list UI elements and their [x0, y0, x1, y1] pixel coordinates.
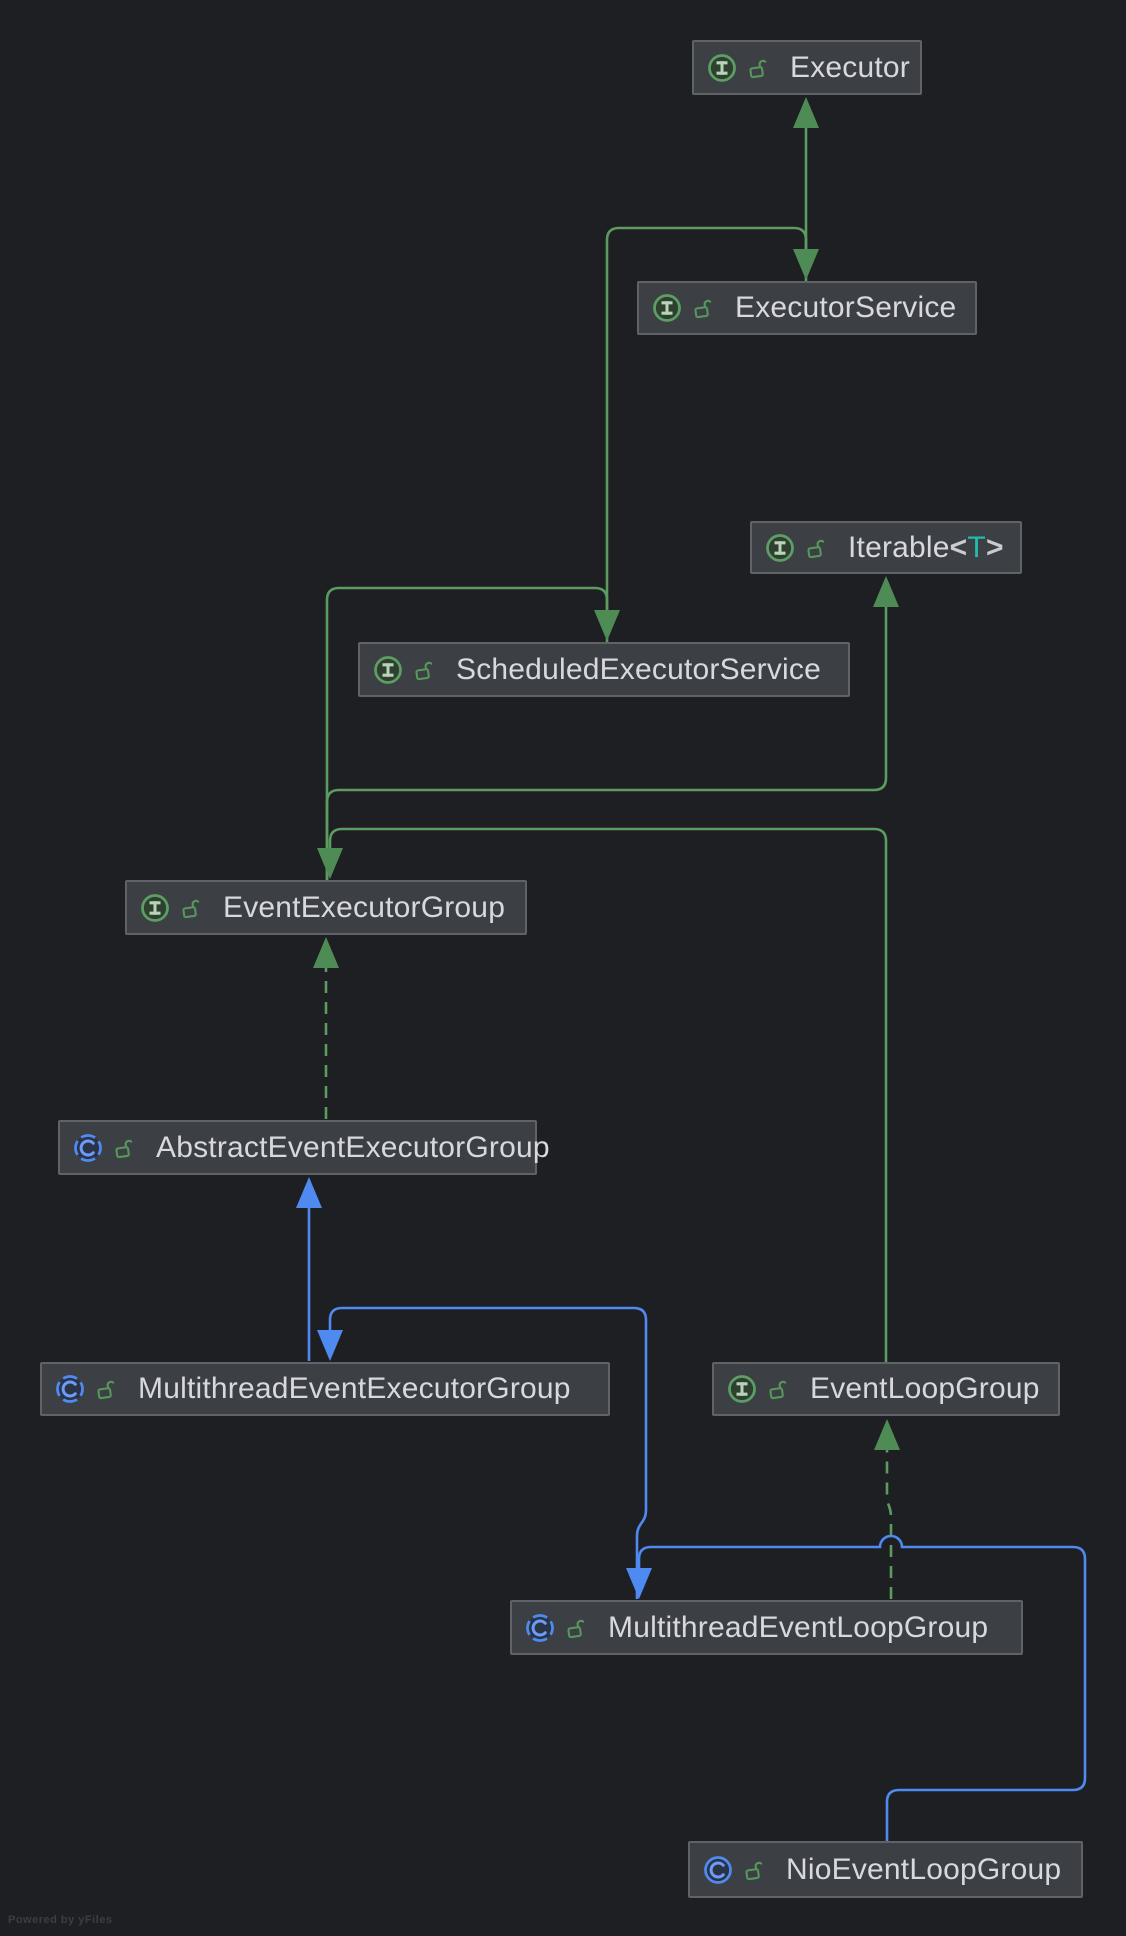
- node-label: MultithreadEventExecutorGroup: [138, 1372, 571, 1405]
- abstract-class-icon: [56, 1375, 84, 1403]
- generic-close-bracket: >: [985, 530, 1004, 564]
- arrowhead-extends-into-event-executor-group: [317, 848, 343, 879]
- node-multithread-event-executor-group[interactable]: MultithreadEventExecutorGroup: [40, 1362, 610, 1416]
- public-lock-icon: [97, 1380, 115, 1400]
- watermark: Powered by yFiles: [8, 1914, 113, 1926]
- arrowhead-extends-into-abstract-event-executor-group: [296, 1177, 322, 1208]
- public-lock-icon: [769, 1380, 787, 1400]
- public-lock-icon: [694, 299, 712, 319]
- arrowhead-implements-into-event-loop-group: [874, 1419, 900, 1450]
- arrowhead-extends-into-executor: [793, 97, 819, 128]
- edge-scheduled-executor-service-extends-executor-service: [605, 226, 808, 642]
- interface-icon: [728, 1375, 756, 1403]
- generic-open-bracket: <: [949, 530, 968, 564]
- arrowhead-extends-into-scheduled-executor-service: [594, 610, 620, 641]
- type-parameter: T: [967, 530, 986, 564]
- arrowhead-extends-into-multithread-event-executor-group: [317, 1330, 343, 1361]
- arrowhead-extends-into-multithread-event-loop-group: [626, 1568, 652, 1599]
- interface-icon: [374, 655, 402, 684]
- node-abstract-event-executor-group[interactable]: AbstractEventExecutorGroup: [58, 1120, 550, 1175]
- node-label: Executor: [790, 50, 910, 84]
- node-executor-service[interactable]: ExecutorService: [637, 281, 977, 335]
- edge-event-executor-group-extends-iterable: [325, 607, 888, 880]
- public-lock-icon: [415, 661, 433, 680]
- node-label: NioEventLoopGroup: [786, 1852, 1062, 1886]
- interface-icon: [653, 294, 681, 322]
- node-label: MultithreadEventLoopGroup: [608, 1610, 989, 1644]
- public-lock-icon: [807, 539, 825, 558]
- public-lock-icon: [115, 1139, 133, 1158]
- edge-event-executor-group-extends-scheduled-executor-service: [325, 586, 609, 880]
- class-icon: [704, 1855, 732, 1884]
- node-nio-event-loop-group[interactable]: NioEventLoopGroup: [688, 1841, 1083, 1898]
- abstract-class-icon: [74, 1133, 102, 1162]
- arrowhead-extends-into-iterable: [873, 576, 899, 607]
- public-lock-icon: [749, 59, 767, 78]
- node-iterable[interactable]: Iterable<T>: [750, 521, 1022, 574]
- edge-nio-event-loop-group-extends-multithread-event-loop-group: [637, 1534, 1087, 1841]
- node-label: EventExecutorGroup: [223, 890, 506, 924]
- edge-multithread-event-loop-group-implements-event-loop-group: [885, 1450, 893, 1599]
- public-lock-icon: [567, 1619, 585, 1638]
- node-label: AbstractEventExecutorGroup: [156, 1130, 550, 1164]
- node-label: EventLoopGroup: [810, 1372, 1040, 1405]
- interface-icon: [766, 533, 794, 562]
- node-multithread-event-loop-group[interactable]: MultithreadEventLoopGroup: [510, 1600, 1023, 1655]
- public-lock-icon: [745, 1861, 763, 1880]
- node-executor[interactable]: Executor: [692, 40, 922, 95]
- public-lock-icon: [182, 899, 200, 918]
- node-event-executor-group[interactable]: EventExecutorGroup: [125, 880, 527, 935]
- abstract-class-icon: [526, 1613, 554, 1642]
- node-scheduled-executor-service[interactable]: ScheduledExecutorService: [358, 642, 850, 697]
- interface-icon: [708, 53, 736, 82]
- edge-multithread-event-loop-group-extends-multithread-event-executor-group: [328, 1306, 648, 1599]
- interface-icon: [141, 893, 169, 922]
- arrowhead-extends-into-executor-service: [793, 249, 819, 280]
- node-event-loop-group[interactable]: EventLoopGroup: [712, 1362, 1060, 1416]
- node-label: ScheduledExecutorService: [456, 652, 822, 686]
- node-label: ExecutorService: [735, 291, 957, 324]
- edge-event-loop-group-extends-event-executor-group: [328, 827, 888, 1362]
- arrowhead-implements-into-event-executor-group: [313, 937, 339, 968]
- node-label: Iterable<T>: [848, 530, 1004, 564]
